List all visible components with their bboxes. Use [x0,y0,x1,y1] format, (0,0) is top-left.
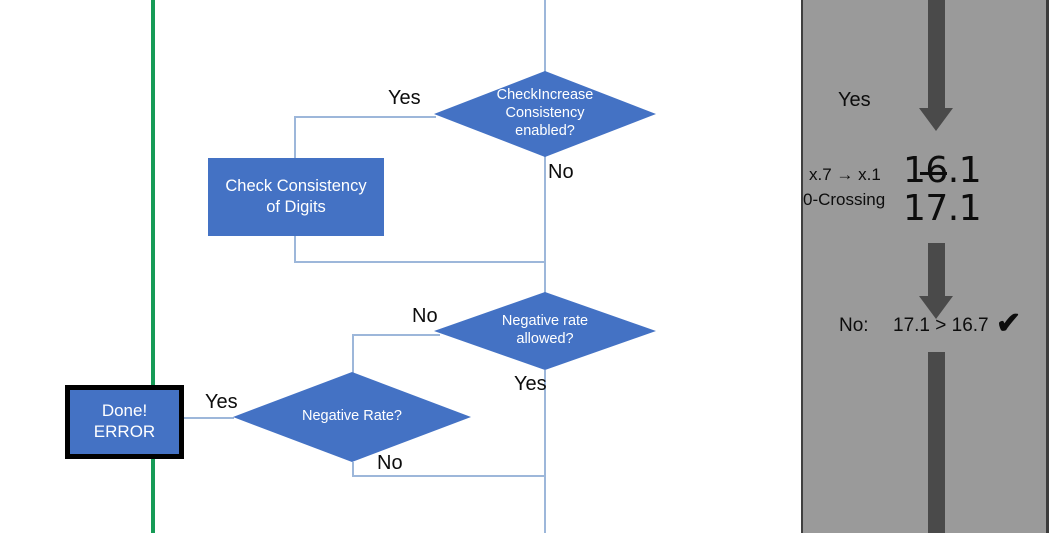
connector-yes-top-horizontal [294,116,436,118]
terminator-line-1: Done! [101,401,148,421]
process-check-consistency-of-digits[interactable]: Check Consistency of Digits [208,158,384,236]
terminator-done-error[interactable]: Done! ERROR [65,385,184,459]
panel-comparison-prefix: No: [839,315,869,336]
decision-negative-rate-allowed[interactable]: Negative rate allowed? [434,292,656,370]
connector-no-top-down [544,156,546,262]
panel-value-struck-text: 16.1 [903,150,982,191]
edge-label-no-bottom: No [377,452,403,474]
decision-line-1: Negative Rate? [302,408,402,425]
panel-value-result: 17.1 [903,188,982,229]
decision-line-2: Consistency [505,105,585,122]
strikethrough-mark [920,171,947,175]
decision-line-3: enabled? [515,122,575,139]
decision-label: CheckIncrease Consistency enabled? [491,87,600,140]
down-arrow-shaft-1 [928,0,945,110]
terminator-line-2: ERROR [93,422,156,441]
panel-annotation-line-1: x.7 → x.1 [809,165,881,184]
decision-label: Negative Rate? [296,408,408,426]
decision-line-2: allowed? [516,331,574,347]
connector-yes-middle-vertical [544,370,546,477]
edge-label-yes-top: Yes [388,87,421,109]
panel-annotation-line-2: 0-Crossing [803,190,886,209]
decision-line-1: Negative rate [501,313,589,330]
panel-yes-label: Yes [838,89,871,111]
edge-label-yes-left: Yes [205,391,238,413]
connector-yes-left-horizontal [174,417,234,419]
down-arrow-shaft-3 [928,352,945,533]
process-line-1: Check Consistency [225,177,367,196]
down-arrow-head-1 [919,108,953,131]
detail-panel: Yes x.7 → x.1 0-Crossing 16.1 17.1 No: 1… [801,0,1049,533]
connector-top-spine [544,0,546,78]
down-arrow-shaft-2 [928,243,945,298]
check-icon: ✔ [996,307,1022,340]
panel-value-struck: 16.1 [903,150,1046,191]
edge-label-no-top: No [548,161,574,183]
decision-check-increase-consistency[interactable]: CheckIncrease Consistency enabled? [434,71,656,157]
green-divider-line [151,0,155,533]
connector-no-bottom-horizontal [352,475,545,477]
process-line-2: of Digits [266,198,326,216]
decision-label: Negative rate allowed? [496,313,594,348]
down-arrow-head-2 [919,296,953,319]
edge-label-no-middle: No [412,305,438,327]
connector-spine-to-second [544,261,546,293]
decision-line-1: CheckIncrease [496,87,594,104]
connector-no-middle-horizontal [352,334,440,336]
connector-merge-top [294,261,545,263]
decision-negative-rate[interactable]: Negative Rate? [233,372,471,462]
connector-bottom-spine [544,475,546,533]
connector-no-bottom-vertical [352,462,354,476]
process-label: Check Consistency of Digits [225,176,366,217]
edge-label-yes-middle: Yes [514,373,547,395]
panel-comparison: 17.1 > 16.7 [893,315,989,336]
